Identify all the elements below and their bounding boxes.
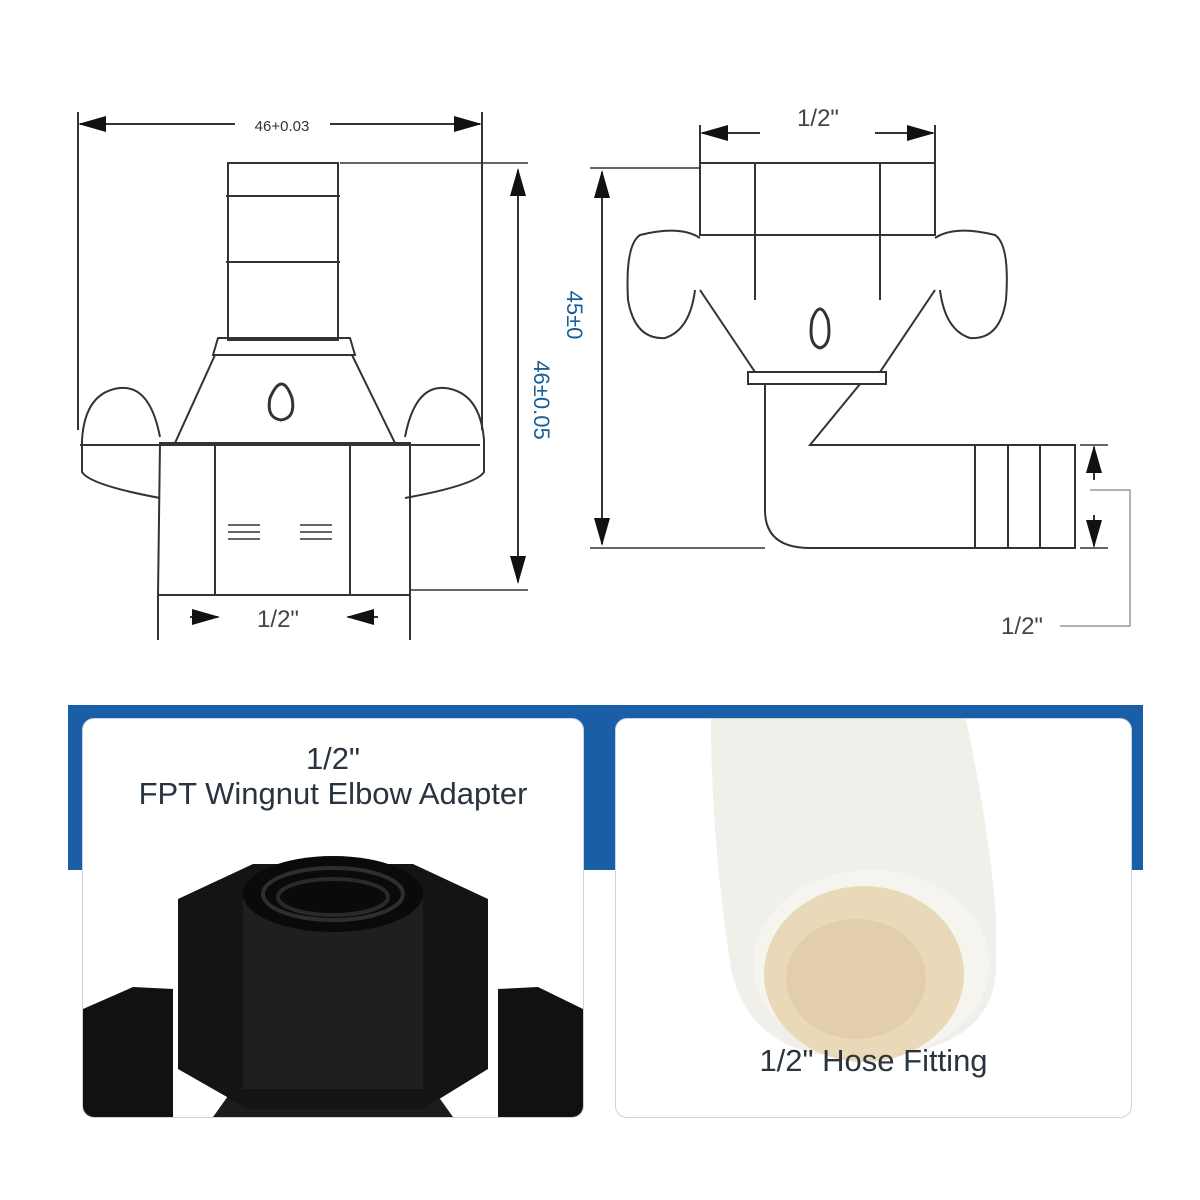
left-bottom-dimension: 1/2"	[257, 606, 299, 633]
wingnut-size-label: 1/2"	[305, 741, 361, 776]
wingnut-adapter-card: 1/2" FPT Wingnut Elbow Adapter	[82, 718, 584, 1118]
hose-fitting-card: 1/2" Hose Fitting	[615, 718, 1132, 1118]
wingnut-name-label: FPT Wingnut Elbow Adapter	[138, 776, 528, 811]
hose-fitting-photo	[711, 719, 996, 1062]
right-height-dimension: 45±0	[562, 291, 587, 340]
left-width-dimension: 46+0.03	[255, 118, 310, 135]
right-elbow-drawing	[590, 125, 1131, 627]
technical-drawing: 46+0.03 46±0.05 1/2" 1/2" 45±0 1/2"	[77, 105, 1131, 640]
left-height-dimension: 46±0.05	[529, 360, 554, 439]
right-top-dimension: 1/2"	[797, 105, 839, 132]
wingnut-photo	[83, 856, 583, 1117]
left-elbow-drawing	[77, 112, 528, 640]
hose-fitting-label: 1/2" Hose Fitting	[759, 1043, 988, 1078]
right-side-dimension: 1/2"	[1001, 613, 1043, 640]
